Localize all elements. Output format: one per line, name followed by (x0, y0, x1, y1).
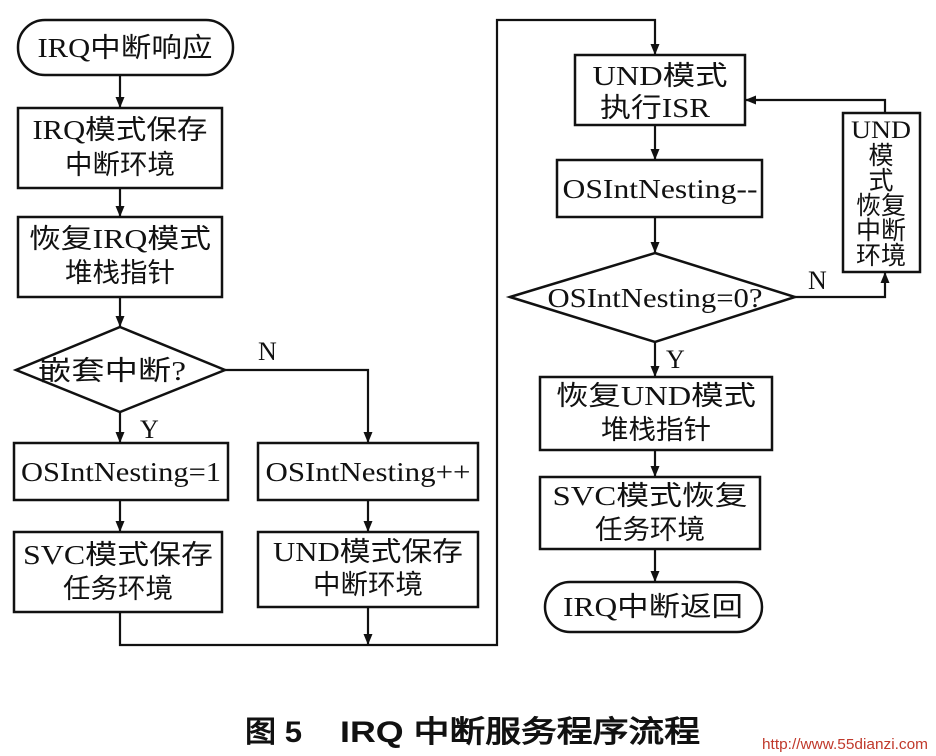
und-stack-restore-line2: 堆栈指针 (601, 415, 711, 445)
und-isr-line2: 执行ISR (600, 93, 710, 123)
figure-caption: IRQ 中断服务程序流程 (340, 715, 700, 749)
svc-restore-line2: 任务环境 (595, 515, 705, 545)
und-context-restore-line: UND (851, 117, 911, 144)
connector-nested-no (225, 368, 373, 443)
und-save-line2: 中断环境 (313, 570, 423, 600)
und-save-box: UND模式保存 中断环境 (256, 530, 480, 609)
nested-check-label: 嵌套中断? (38, 356, 186, 386)
irq-save-line1: IRQ模式保存 (33, 115, 208, 145)
nesting-decrement-label: OSIntNesting-- (563, 174, 758, 204)
irq-save-line2: 中断环境 (65, 150, 175, 180)
svc-save-box: SVC模式保存 任务环境 (12, 530, 224, 614)
connector-zero-no (795, 272, 890, 299)
und-context-restore-box: UND 模 式 恢复 中断 环境 (841, 111, 922, 274)
nesting-increment-label: OSIntNesting++ (266, 457, 471, 487)
nested-no-label: N (258, 337, 277, 366)
und-stack-restore-box: 恢复UND模式 堆栈指针 (538, 375, 774, 452)
svc-restore-box: SVC模式恢复 任务环境 (538, 475, 762, 551)
irq-stack-restore-box: 恢复IRQ模式 堆栈指针 (16, 215, 224, 299)
svc-restore-line1: SVC模式恢复 (553, 481, 748, 511)
figure-number: 图 5 (245, 716, 302, 749)
und-context-restore-line: 模 (868, 142, 893, 170)
nesting-set-one-box: OSIntNesting=1 (12, 441, 230, 502)
start-terminator: IRQ中断响应 (16, 18, 235, 77)
svc-save-line2: 任务环境 (63, 574, 173, 604)
irq-stack-restore-line1: 恢复IRQ模式 (29, 224, 211, 254)
und-context-restore-line: 恢复 (856, 192, 906, 220)
end-terminator: IRQ中断返回 (543, 580, 764, 634)
und-isr-line1: UND模式 (593, 61, 728, 91)
irq-save-box: IRQ模式保存 中断环境 (16, 106, 224, 190)
und-isr-box: UND模式 执行ISR (573, 53, 747, 127)
nesting-increment-box: OSIntNesting++ (256, 441, 480, 502)
connector-svc-save-to-und-isr (118, 18, 660, 647)
nesting-decrement-box: OSIntNesting-- (555, 158, 764, 219)
zero-check-diamond: OSIntNesting=0? (505, 251, 800, 344)
svc-save-line1: SVC模式保存 (23, 540, 213, 570)
und-stack-restore-line1: 恢复UND模式 (556, 381, 756, 411)
zero-no-label: N (808, 266, 827, 295)
connector-context-restore-to-und-isr (745, 95, 887, 113)
und-context-restore-line: 式 (868, 167, 893, 195)
nesting-set-one-label: OSIntNesting=1 (21, 457, 221, 487)
nested-check-diamond: 嵌套中断? (12, 325, 229, 414)
start-label: IRQ中断响应 (38, 33, 213, 63)
zero-check-label: OSIntNesting=0? (548, 283, 763, 313)
end-label: IRQ中断返回 (563, 592, 743, 622)
watermark-url: http://www.55dianzi.com (762, 736, 928, 753)
und-context-restore-line: 中断 (856, 217, 906, 245)
nested-yes-label: Y (140, 415, 159, 444)
und-context-restore-line: 环境 (856, 242, 906, 270)
und-save-line1: UND模式保存 (273, 537, 463, 567)
irq-stack-restore-line2: 堆栈指针 (65, 258, 175, 288)
zero-yes-label: Y (666, 345, 685, 374)
